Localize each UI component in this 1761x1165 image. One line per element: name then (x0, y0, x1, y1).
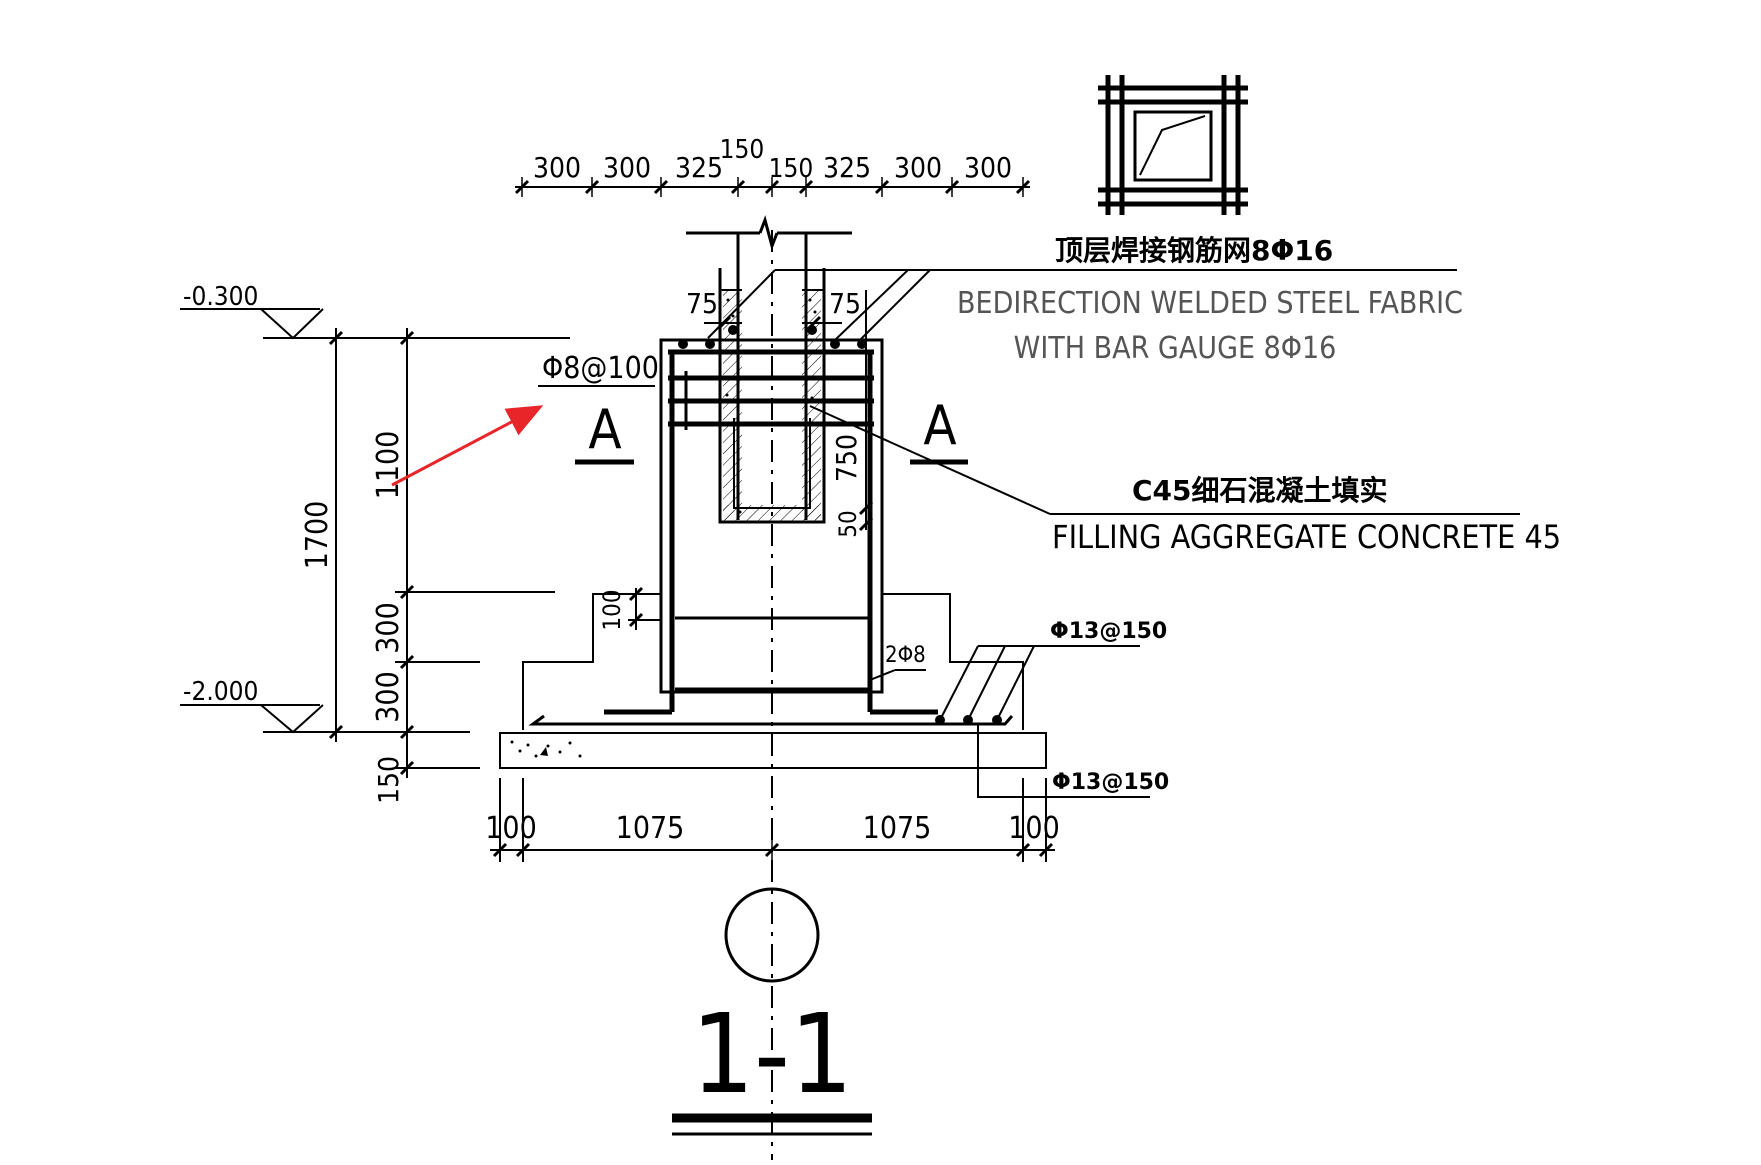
bottom-bar-label-1: Φ13@150 (1050, 619, 1167, 644)
dim-300-upper: 300 (371, 602, 406, 654)
rebar-2phi8-leader (869, 669, 926, 681)
top-mesh-cn-label: 顶层焊接钢筋网8Φ16 (1055, 234, 1333, 267)
bottom-dimension-labels: 100 1075 1075 100 (485, 811, 1060, 846)
section-title: 1-1 (691, 990, 853, 1118)
top-dimension-chain (514, 177, 1031, 197)
top-mesh-en-label-2: WITH BAR GAUGE 8Φ16 (1014, 331, 1337, 366)
bottom-bar-label-2: Φ13@150 (1052, 770, 1169, 795)
bottom-dim-1: 100 (485, 811, 537, 846)
dim-socket-depth: 750 (830, 434, 863, 482)
top-dim-5: 150 (769, 154, 814, 184)
top-mesh-bars (678, 325, 867, 349)
top-dim-1: 300 (533, 151, 581, 184)
socket-dimensions: 75 75 750 50 (686, 287, 874, 538)
dim-1100: 1100 (371, 431, 406, 500)
column-stub (686, 215, 852, 520)
dim-300-lower: 300 (371, 671, 406, 723)
bottom-bar-leader-2 (977, 724, 1150, 798)
section-detail-symbol (1098, 75, 1248, 215)
top-mesh-leader (707, 269, 1457, 341)
step-offset-dimension: 100 (598, 586, 660, 631)
top-dim-7: 300 (894, 151, 942, 184)
top-dim-2: 300 (603, 151, 651, 184)
elevation-marker-bottom: -2.000 (180, 677, 470, 734)
axis-bubble (724, 887, 820, 983)
fill-concrete-leader (809, 405, 1520, 515)
dim-1700: 1700 (300, 501, 335, 570)
elevation-top-label: -0.300 (183, 282, 258, 312)
top-dim-4: 150 (720, 135, 765, 165)
stirrup-label: Φ8@100 (542, 351, 659, 386)
top-dimension-labels: 300 300 325 150 150 325 300 300 (533, 135, 1012, 184)
fill-concrete-en-label: FILLING AGGREGATE CONCRETE 45 (1052, 518, 1561, 556)
left-dimension-chain (326, 328, 555, 778)
fill-concrete-cn-label: C45细石混凝土填实 (1132, 474, 1388, 507)
section-mark-left: A (575, 398, 634, 465)
dim-step-offset: 100 (598, 589, 626, 630)
dim-edge-right: 75 (829, 287, 861, 320)
footing-steps (522, 593, 1024, 730)
dim-socket-bottom: 50 (834, 510, 862, 537)
elevation-marker-top: -0.300 (180, 282, 570, 340)
top-dim-8: 300 (964, 151, 1012, 184)
left-dimension-labels: 1700 1100 300 300 150 (300, 431, 406, 804)
top-dim-3: 325 (675, 151, 723, 184)
top-dim-6: 325 (823, 151, 871, 184)
bottom-dim-2: 1075 (616, 811, 685, 846)
section-mark-a-left: A (588, 398, 621, 461)
dim-150: 150 (372, 756, 405, 804)
dim-edge-left: 75 (686, 287, 718, 320)
bottom-dimension-chain (490, 778, 1055, 862)
stirrup-annotation: Φ8@100 (538, 351, 659, 387)
bottom-dim-3: 1075 (863, 811, 932, 846)
red-pointer-arrow (391, 405, 544, 487)
bottom-bar-leader-1 (939, 645, 1140, 721)
top-mesh-en-label-1: BEDIRECTION WELDED STEEL FABRIC (957, 286, 1463, 321)
socket-fill (718, 268, 826, 524)
section-mark-right: A (910, 394, 968, 465)
elevation-bottom-label: -2.000 (183, 677, 258, 707)
section-mark-a-right: A (923, 394, 956, 457)
rebar-2phi8-label: 2Φ8 (885, 643, 926, 668)
bottom-dim-4: 100 (1008, 811, 1060, 846)
